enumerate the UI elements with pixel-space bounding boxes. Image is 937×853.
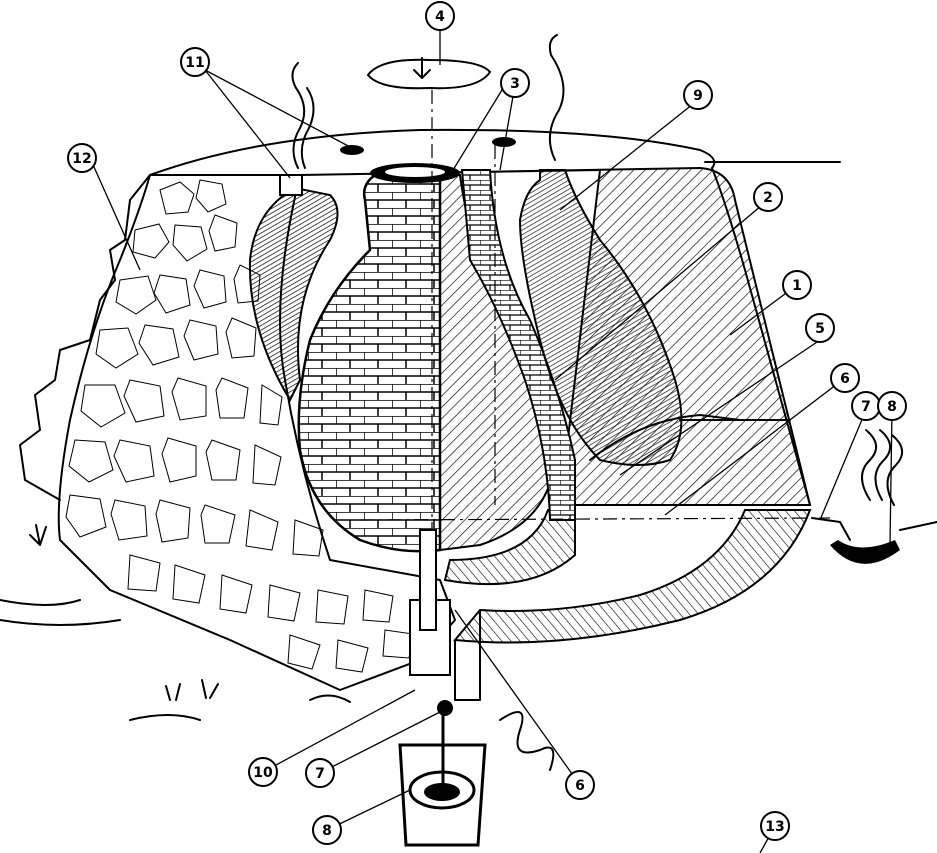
callout-number: 2 <box>763 190 773 206</box>
callout-number: 4 <box>435 9 445 25</box>
callout-8b: 8 <box>313 816 341 844</box>
side-drain-pipe <box>812 518 850 540</box>
smoke-wisp-left-2 <box>302 88 314 168</box>
callout-number: 10 <box>253 765 273 781</box>
callout-10: 10 <box>249 758 277 786</box>
callout-7b: 7 <box>306 759 334 787</box>
callout-11: 11 <box>181 48 209 76</box>
callout-13: 13 <box>761 812 789 840</box>
callout-number: 8 <box>322 823 332 839</box>
callout-12: 12 <box>68 144 96 172</box>
drain-outlet <box>437 700 453 716</box>
wall-jagged-edge <box>20 175 150 500</box>
callout-number: 7 <box>315 766 325 782</box>
smoke-wisp-pot-1 <box>862 430 876 500</box>
callout-number: 12 <box>72 151 91 167</box>
callout-number: 11 <box>185 55 204 71</box>
callout-9: 9 <box>684 81 712 109</box>
callout-6a: 6 <box>831 364 859 392</box>
callout-number: 13 <box>765 819 784 835</box>
callout-number: 9 <box>693 88 703 104</box>
pit-tar-pool <box>424 783 460 801</box>
drain-tube <box>420 530 436 630</box>
callout-number: 5 <box>815 321 825 337</box>
smoke-wisp-pit <box>500 712 553 770</box>
top-vent-left <box>340 145 364 155</box>
callout-number: 1 <box>792 278 802 294</box>
callout-number: 6 <box>575 778 585 794</box>
callout-2: 2 <box>754 183 782 211</box>
kiln-ring-floor <box>445 510 810 700</box>
callout-3: 3 <box>501 69 529 97</box>
bottle-kiln-mouth-opening <box>385 167 445 177</box>
callout-4: 4 <box>426 2 454 30</box>
callout-number: 6 <box>840 371 850 387</box>
callout-number: 7 <box>861 399 871 415</box>
callout-number: 8 <box>887 399 897 415</box>
ground-line-right <box>900 522 937 530</box>
left-chimney <box>280 175 302 195</box>
side-drain <box>812 518 937 564</box>
callout-1: 1 <box>783 271 811 299</box>
callout-5: 5 <box>806 314 834 342</box>
callout-6b: 6 <box>566 771 594 799</box>
callout-8a: 8 <box>878 392 906 420</box>
callout-number: 3 <box>510 76 520 92</box>
cover-lid <box>368 60 490 88</box>
smoke-wisp-right <box>550 35 564 160</box>
callout-7a: 7 <box>852 392 880 420</box>
